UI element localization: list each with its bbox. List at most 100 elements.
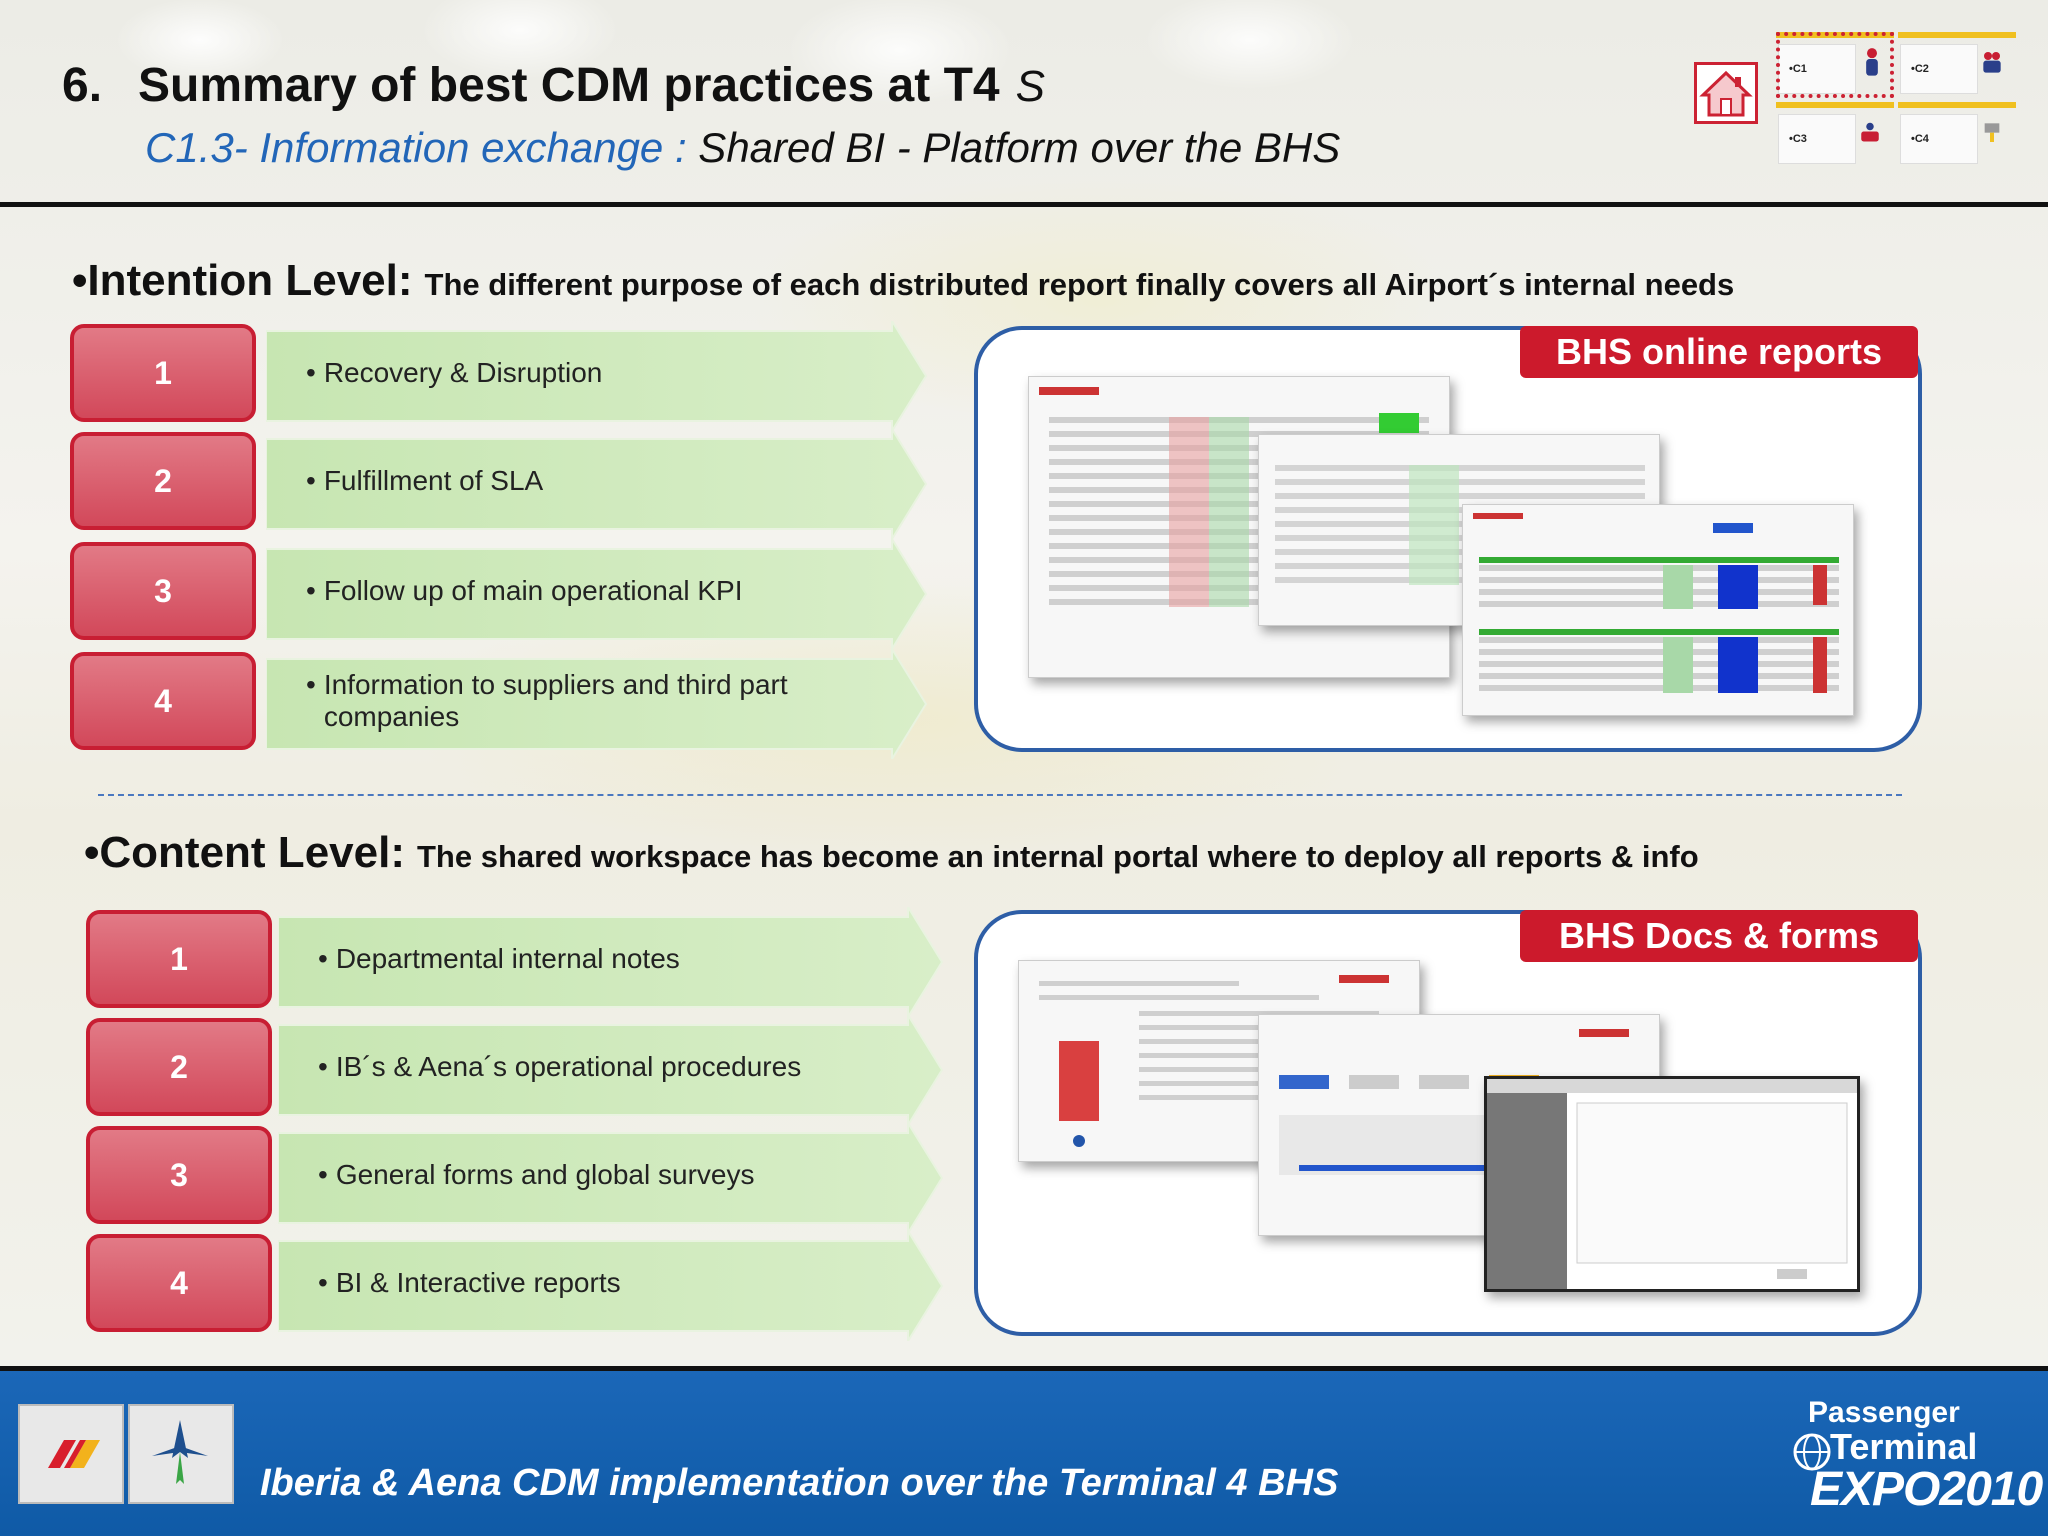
bullet-glyph: • <box>318 1159 328 1190</box>
intention-arrow-item: •Information to suppliers and third part… <box>266 649 928 759</box>
arrow-shape <box>266 429 928 539</box>
content-arrow-item: •BI & Interactive reports <box>278 1231 944 1341</box>
subtitle-code: C1.3- Information exchange : <box>145 124 687 171</box>
online-reports-label: BHS online reports <box>1520 326 1918 378</box>
nav-cell-c3[interactable]: •C3 <box>1778 114 1856 164</box>
arrow-item-text: Follow up of main operational KPI <box>323 575 743 606</box>
nav-cell-c4[interactable]: •C4 <box>1900 114 1978 164</box>
content-heading-description: The shared workspace has become an inter… <box>416 839 1699 874</box>
home-button[interactable] <box>1694 62 1758 124</box>
footer-band <box>0 1371 2048 1536</box>
lamp-icon <box>1984 123 2000 142</box>
content-number-box: 4 <box>86 1234 272 1332</box>
online-reports-panel <box>974 326 1922 752</box>
iberia-logo-graphic <box>48 1440 100 1468</box>
content-arrow-item: •IB´s & Aena´s operational procedures <box>278 1015 944 1125</box>
expo-line2: Terminal <box>1830 1426 1978 1467</box>
arrow-item-text: Departmental internal notes <box>335 943 680 974</box>
intention-arrow-label: •Follow up of main operational KPI <box>306 539 866 643</box>
nav-band <box>1898 102 2016 108</box>
intention-heading-description: The different purpose of each distribute… <box>424 267 1735 302</box>
intention-arrow-label: •Fulfillment of SLA <box>306 429 866 533</box>
title-suffix: S <box>1015 62 1045 111</box>
footer-divider <box>0 1366 2048 1371</box>
intention-arrow-item: •Follow up of main operational KPI <box>266 539 928 649</box>
bullet-glyph: • <box>306 575 316 606</box>
group-icon <box>1861 122 1879 142</box>
section-nav-grid: •C1 •C2 •C3 •C4 <box>1776 32 2016 164</box>
title-text: Summary of best CDM practices at T4 <box>138 59 1000 112</box>
expo-line1: Passenger <box>1808 1396 1960 1429</box>
arrow-item-text: Information to suppliers and third part … <box>323 669 788 732</box>
page-title: 6. Summary of best CDM practices at T4 S <box>62 58 1045 113</box>
arrow-shape <box>278 1123 944 1233</box>
intention-heading: •Intention Level: The different purpose o… <box>72 256 1734 306</box>
arrow-shape <box>278 1015 944 1125</box>
aena-logo <box>128 1404 234 1504</box>
report-table-graphic <box>1275 465 1645 585</box>
report-screenshot <box>1462 504 1854 716</box>
nav-band <box>1898 32 2016 38</box>
arrow-shape <box>278 1231 944 1341</box>
bullet-glyph: • <box>318 943 328 974</box>
bullet-glyph: • <box>306 357 316 388</box>
subtitle-text: Shared BI - Platform over the BHS <box>686 124 1341 171</box>
arrow-shape <box>266 649 928 759</box>
intention-arrow-item: •Recovery & Disruption <box>266 321 928 431</box>
bullet-glyph: • <box>318 1267 328 1298</box>
docs-forms-label: BHS Docs & forms <box>1520 910 1918 962</box>
report-table-graphic <box>1473 513 1839 693</box>
intention-heading-label: •Intention Level: <box>72 256 413 305</box>
arrow-item-text: General forms and global surveys <box>335 1159 755 1190</box>
form-window-graphic <box>1487 1079 1857 1289</box>
title-divider <box>0 202 2048 207</box>
form-window-screenshot <box>1484 1076 1860 1292</box>
report-table-graphic <box>1039 387 1429 607</box>
intention-arrow-label: •Recovery & Disruption <box>306 321 866 425</box>
footer-caption: Iberia & Aena CDM implementation over th… <box>260 1462 1339 1504</box>
intention-number-box: 3 <box>70 542 256 640</box>
nav-cell-c1[interactable]: •C1 <box>1778 44 1856 94</box>
arrow-item-text: Recovery & Disruption <box>323 357 603 388</box>
intention-number-box: 4 <box>70 652 256 750</box>
home-icon <box>1699 70 1753 117</box>
arrow-item-text: Fulfillment of SLA <box>323 465 544 496</box>
arrow-shape <box>278 907 944 1017</box>
content-heading: •Content Level: The shared workspace has … <box>84 828 1699 878</box>
iberia-logo <box>18 1404 124 1504</box>
intention-number-box: 1 <box>70 324 256 422</box>
content-arrow-item: •General forms and global surveys <box>278 1123 944 1233</box>
intention-arrow-label: •Information to suppliers and third part… <box>306 649 866 753</box>
arrow-shape <box>266 539 928 649</box>
bullet-glyph: • <box>306 465 316 496</box>
nav-selection-indicator <box>1776 32 1894 98</box>
content-arrow-label: •IB´s & Aena´s operational procedures <box>318 1015 878 1119</box>
nav-band <box>1776 102 1894 108</box>
people-icon <box>1983 52 2001 73</box>
docs-forms-panel <box>974 910 1922 1336</box>
person-icon <box>1866 48 1878 76</box>
content-heading-label: •Content Level: <box>84 828 405 877</box>
content-arrow-label: •BI & Interactive reports <box>318 1231 878 1335</box>
content-number-box: 3 <box>86 1126 272 1224</box>
content-arrow-label: •General forms and global surveys <box>318 1123 878 1227</box>
globe-icon <box>1793 1433 1831 1471</box>
nav-cell-c2[interactable]: •C2 <box>1900 44 1978 94</box>
report-screenshot <box>1258 434 1660 626</box>
aena-logo-graphic <box>152 1420 208 1484</box>
bullet-glyph: • <box>306 669 316 700</box>
section-divider <box>98 794 1902 796</box>
intention-number-box: 2 <box>70 432 256 530</box>
content-arrow-label: •Departmental internal notes <box>318 907 878 1011</box>
arrow-item-text: BI & Interactive reports <box>335 1267 621 1298</box>
page-subtitle: C1.3- Information exchange : Shared BI -… <box>145 124 1340 172</box>
bullet-glyph: • <box>318 1051 328 1082</box>
arrow-item-text: IB´s & Aena´s operational procedures <box>335 1051 802 1082</box>
arrow-shape <box>266 321 928 431</box>
expo-logo: Passenger Terminal EXPO2010 <box>1790 1396 2043 1516</box>
content-number-box: 2 <box>86 1018 272 1116</box>
content-arrow-item: •Departmental internal notes <box>278 907 944 1017</box>
content-number-box: 1 <box>86 910 272 1008</box>
title-number: 6. <box>62 59 103 112</box>
expo-line3: EXPO2010 <box>1810 1463 2043 1516</box>
